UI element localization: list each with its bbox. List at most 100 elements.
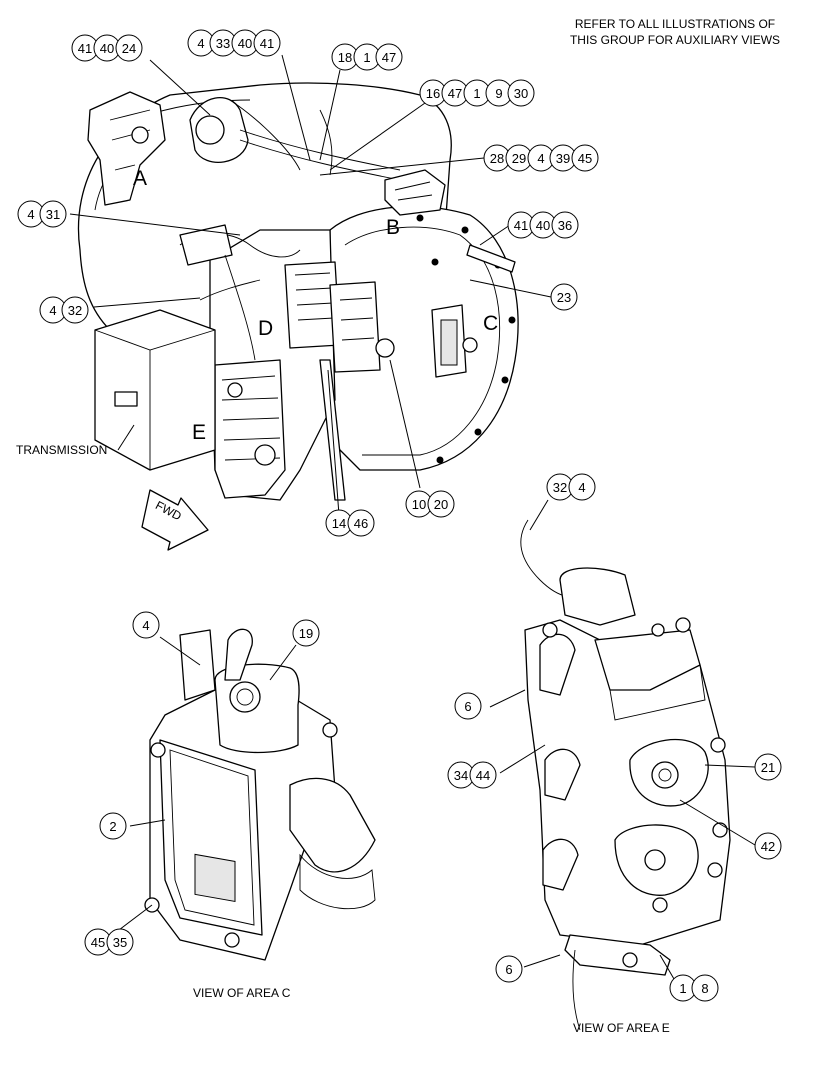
callout-group: 34 44 xyxy=(447,761,497,789)
callout-circle xyxy=(568,473,596,501)
callout-number: 40 xyxy=(536,218,550,233)
view-area-e-illustration xyxy=(520,519,731,1031)
callout-circle xyxy=(427,490,455,518)
fwd-arrow: FWD xyxy=(141,489,209,551)
callout-circle xyxy=(571,144,599,172)
callout-group: 6 xyxy=(495,955,523,983)
view-area-c-illustration xyxy=(144,628,376,961)
callout-number: 14 xyxy=(332,516,346,531)
view-c-caption: VIEW OF AREA C xyxy=(193,986,291,1000)
callout-circle xyxy=(347,509,375,537)
callout-circle xyxy=(99,812,127,840)
transmission-label: TRANSMISSION xyxy=(16,443,107,457)
callout-group: 4 32 xyxy=(39,296,89,324)
callout-number: 28 xyxy=(490,151,504,166)
area-letter-d: D xyxy=(258,317,273,340)
callout-circle xyxy=(551,211,579,239)
callout-number: 34 xyxy=(454,768,468,783)
callout-group: 14 46 xyxy=(325,509,375,537)
callout-group: 4 33 40 41 xyxy=(187,29,281,57)
callout-number: 19 xyxy=(299,626,313,641)
callout-number: 1 xyxy=(363,50,370,65)
callout-group: 6 xyxy=(454,692,482,720)
callout-group: 4 xyxy=(132,611,160,639)
area-letter-e: E xyxy=(192,421,206,444)
callout-group: 32 4 xyxy=(546,473,596,501)
view-e-caption: VIEW OF AREA E xyxy=(573,1021,670,1035)
callout-number: 10 xyxy=(412,497,426,512)
refer-note-line-1: REFER TO ALL ILLUSTRATIONS OF xyxy=(575,17,775,31)
callout-group: 2 xyxy=(99,812,127,840)
callout-number: 32 xyxy=(68,303,82,318)
callout-number: 4 xyxy=(578,480,585,495)
callout-number: 6 xyxy=(505,962,512,977)
callout-group: 42 xyxy=(754,832,782,860)
callout-number: 42 xyxy=(761,839,775,854)
callout-circle xyxy=(253,29,281,57)
callout-circle xyxy=(39,200,67,228)
callout-number: 6 xyxy=(464,699,471,714)
callout-group: 10 20 xyxy=(405,490,455,518)
callout-number: 21 xyxy=(761,760,775,775)
callout-number: 1 xyxy=(679,981,686,996)
callout-number: 47 xyxy=(382,50,396,65)
callout-number: 41 xyxy=(514,218,528,233)
callout-number: 4 xyxy=(27,207,34,222)
callout-circle xyxy=(132,611,160,639)
callout-number: 41 xyxy=(260,36,274,51)
callout-circle xyxy=(550,283,578,311)
callout-number: 4 xyxy=(49,303,56,318)
callout-number: 29 xyxy=(512,151,526,166)
callout-number: 30 xyxy=(514,86,528,101)
callout-number: 44 xyxy=(476,768,490,783)
callout-circle xyxy=(754,753,782,781)
callout-number: 33 xyxy=(216,36,230,51)
transmission-illustration xyxy=(77,82,519,501)
callout-number: 9 xyxy=(495,86,502,101)
callout-group: 19 xyxy=(292,619,320,647)
callout-number: 4 xyxy=(142,618,149,633)
callout-circle xyxy=(691,974,719,1002)
callout-number: 31 xyxy=(46,207,60,222)
callout-number: 16 xyxy=(426,86,440,101)
callout-circle xyxy=(507,79,535,107)
callout-number: 40 xyxy=(100,41,114,56)
callout-number: 4 xyxy=(197,36,204,51)
callout-number: 18 xyxy=(338,50,352,65)
callout-group: 4 31 xyxy=(17,200,67,228)
callout-number: 41 xyxy=(78,41,92,56)
callout-group: 41 40 24 xyxy=(71,34,143,62)
callout-number: 23 xyxy=(557,290,571,305)
callout-number: 35 xyxy=(113,935,127,950)
callout-number: 47 xyxy=(448,86,462,101)
refer-note-line-2: THIS GROUP FOR AUXILIARY VIEWS xyxy=(570,33,780,47)
area-letter-b: B xyxy=(386,216,400,239)
callout-group: 45 35 xyxy=(84,928,134,956)
callout-number: 24 xyxy=(122,41,136,56)
callout-number: 32 xyxy=(553,480,567,495)
callout-number: 40 xyxy=(238,36,252,51)
callout-group: 23 xyxy=(550,283,578,311)
callout-leaders xyxy=(69,54,756,980)
callout-number: 2 xyxy=(109,819,116,834)
callout-circle xyxy=(292,619,320,647)
callout-number: 45 xyxy=(91,935,105,950)
callout-number: 46 xyxy=(354,516,368,531)
callout-circle xyxy=(469,761,497,789)
callout-number: 20 xyxy=(434,497,448,512)
callout-group: 21 xyxy=(754,753,782,781)
callout-number: 8 xyxy=(701,981,708,996)
callout-circle xyxy=(375,43,403,71)
area-letter-a: A xyxy=(133,167,147,190)
callout-group: 18 1 47 xyxy=(331,43,403,71)
callout-circle xyxy=(754,832,782,860)
callout-circle xyxy=(454,692,482,720)
callout-circle xyxy=(61,296,89,324)
callout-number: 45 xyxy=(578,151,592,166)
